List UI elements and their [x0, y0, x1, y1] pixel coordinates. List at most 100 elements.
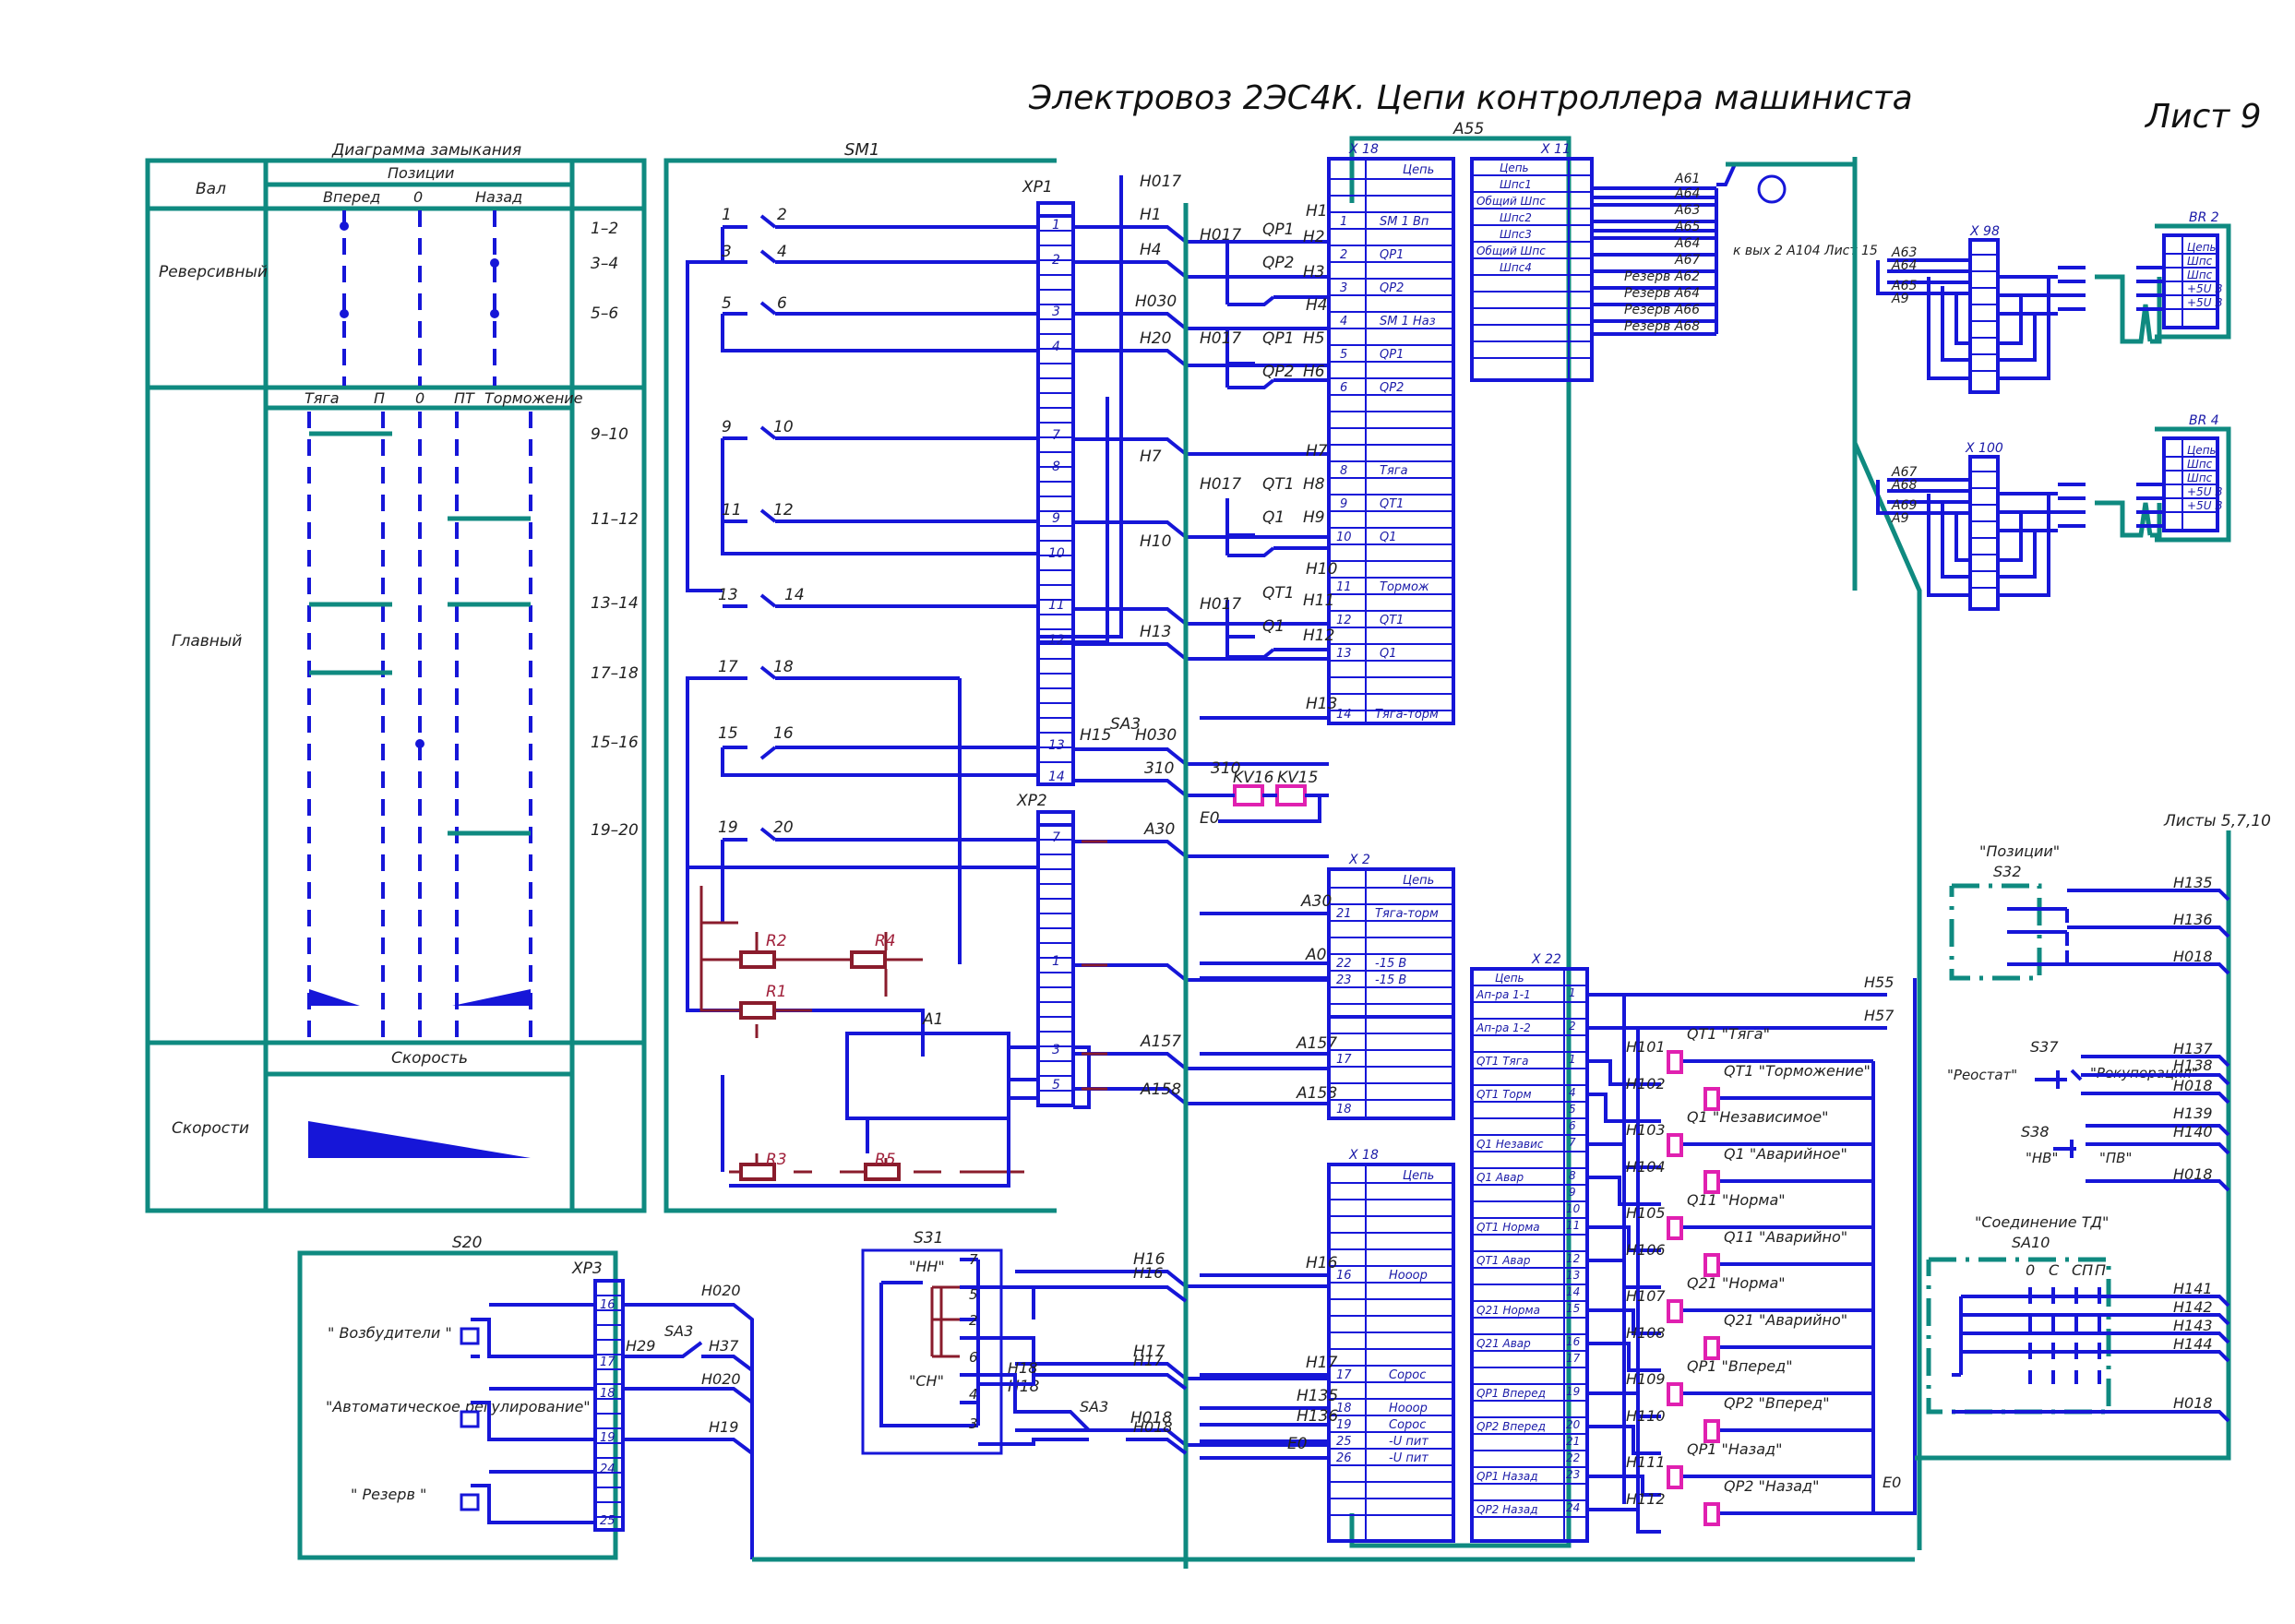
x18-row-11: Тормож: [1380, 580, 1429, 594]
s20-wire-h020-b: Н020: [701, 1370, 741, 1388]
x11-wire-3: А65: [1674, 220, 1700, 234]
s38-left: "НВ": [2026, 1150, 2058, 1166]
svg-text:23: 23: [1336, 973, 1352, 987]
s37-wire-h138: Н138: [2173, 1057, 2213, 1074]
x18-row-4: SM 1 Наз: [1380, 315, 1436, 328]
x2-row-23: -15 В: [1375, 973, 1406, 987]
svg-text:7: 7: [1052, 830, 1060, 845]
a1-module: [845, 1032, 1010, 1120]
coil-label-11: QP2 "Назад": [1724, 1477, 1819, 1495]
x98-wire-0: А63: [1891, 245, 1917, 260]
r-wire-h8: Н8: [1303, 475, 1325, 494]
br2-row-0: Цепь: [2187, 241, 2217, 254]
x2-wire-a0: А0: [1305, 946, 1326, 964]
wire-h7: Н7: [1140, 448, 1162, 466]
x22-row-11: QP1 Вперед: [1476, 1387, 1546, 1400]
x2-pin-18: 18: [1336, 1103, 1352, 1116]
sm1-frame: [663, 158, 1057, 1213]
r-wire-qp2-1: QP2: [1262, 254, 1294, 272]
x2-wire-a30: А30: [1300, 892, 1332, 911]
x11-wire-2: А63: [1674, 203, 1700, 218]
coil-label-5: Q11 "Аварийно": [1724, 1228, 1847, 1246]
main-pos-pt: ПТ: [454, 389, 475, 407]
xp3-pin-16: 16: [600, 1298, 616, 1312]
svg-text:11: 11: [1566, 1219, 1580, 1232]
svg-text:9: 9: [1052, 511, 1060, 526]
relay-kv15: [1275, 784, 1307, 806]
x18-row-13: Q1: [1380, 647, 1397, 661]
wire-e0-right: Е0: [1883, 1474, 1901, 1491]
s31-wire-h16: Н16: [1133, 1264, 1163, 1282]
x18-row-10: Q1: [1380, 531, 1397, 544]
s31-pin-6: 6: [969, 1349, 978, 1366]
svg-text:3: 3: [722, 243, 732, 261]
x2-row-22: -15 В: [1375, 957, 1406, 971]
s31-switch-sa3: SA3: [1080, 1398, 1108, 1415]
contact-17-18: 17–18: [591, 664, 639, 683]
svg-text:12: 12: [1336, 614, 1352, 627]
coil-q11-normal: [1667, 1216, 1683, 1240]
x22-row-12: QP2 Вперед: [1476, 1420, 1546, 1433]
label-r3: R3: [766, 1151, 787, 1169]
wire-h17: Н17: [1133, 1343, 1165, 1361]
svg-text:16: 16: [1566, 1335, 1581, 1348]
x18b-row-25: -U пит: [1389, 1435, 1428, 1449]
label-r2: R2: [766, 932, 787, 950]
wire-h16: Н16: [1133, 1250, 1165, 1269]
x22-row-5: Q1 Независ: [1476, 1138, 1544, 1151]
r-wire-qp1-2: QP1: [1262, 329, 1294, 348]
r-wire-h3: Н3: [1303, 263, 1325, 281]
wire-h018: Н018: [1130, 1409, 1172, 1427]
wire-h15: Н15: [1080, 726, 1111, 745]
svg-text:8: 8: [1569, 1169, 1576, 1182]
x2-label: X 2: [1348, 853, 1370, 867]
x22-connector: [1470, 967, 1589, 1543]
label-r5: R5: [875, 1151, 896, 1169]
kv-310: 310: [1211, 759, 1240, 778]
x11-wire-8: Резерв А66: [1624, 303, 1700, 317]
x18b-row-26: -U пит: [1389, 1451, 1428, 1465]
main-pos-zero: 0: [415, 389, 424, 407]
resistor-r3: [739, 1163, 776, 1181]
x18-header: Цепь: [1403, 163, 1434, 177]
x22-row-0: Цепь: [1495, 972, 1524, 985]
svg-text:18: 18: [773, 658, 794, 676]
br2-row-1: Шпс: [2187, 255, 2213, 268]
s31-block: S31 "НН" "СН" 7 5 2 6 4 3 Н16 Н17 Н18 SA…: [861, 1229, 1188, 1455]
sa10-caption: "Соединение ТД": [1975, 1213, 2109, 1231]
r-wire-q1-2: Q1: [1262, 617, 1285, 636]
s31-pin-7: 7: [969, 1251, 978, 1268]
s31-frame: [861, 1248, 1003, 1455]
svg-text:8: 8: [1052, 460, 1060, 474]
br4-row-0: Цепь: [2187, 444, 2217, 457]
coil-q11-emergency: [1703, 1253, 1720, 1277]
x98-wire-1: А64: [1891, 258, 1917, 273]
svg-text:4: 4: [1569, 1086, 1576, 1099]
svg-text:20: 20: [1566, 1418, 1581, 1431]
xp2-header-row: [1036, 810, 1075, 827]
svg-text:18: 18: [1336, 1402, 1352, 1415]
sa10-pos-c: С: [2049, 1261, 2060, 1279]
wire-h55: Н55: [1864, 973, 1894, 991]
x22-row-10: Q21 Авар: [1476, 1337, 1531, 1350]
sm1-label: SM1: [844, 140, 879, 160]
svg-text:15: 15: [718, 724, 738, 743]
wire-h10: Н10: [1140, 532, 1171, 551]
coil-qp2-forward: [1703, 1419, 1720, 1443]
coil-label-9: QP2 "Вперед": [1724, 1394, 1830, 1412]
s37-left: "Реостат": [1947, 1067, 2017, 1083]
svg-text:19: 19: [1336, 1418, 1352, 1432]
xp3-pin-24: 24: [600, 1463, 616, 1476]
svg-text:1: 1: [1052, 954, 1060, 969]
r-wire-h7: Н7: [1306, 442, 1328, 460]
coil-qt1-braking: [1703, 1087, 1720, 1111]
main-pos-traction: Тяга: [305, 389, 340, 407]
main-pos-p: П: [374, 389, 385, 407]
coil-label-0: QT1 "Тяга": [1687, 1025, 1770, 1043]
s20-item-auto-reg: "Автоматическое регулирование": [326, 1398, 591, 1415]
wire-h030-b: Н030: [1135, 726, 1177, 745]
svg-text:9: 9: [1569, 1186, 1576, 1199]
svg-text:14: 14: [784, 586, 805, 604]
rev-pos-forward: Вперед: [323, 188, 380, 206]
